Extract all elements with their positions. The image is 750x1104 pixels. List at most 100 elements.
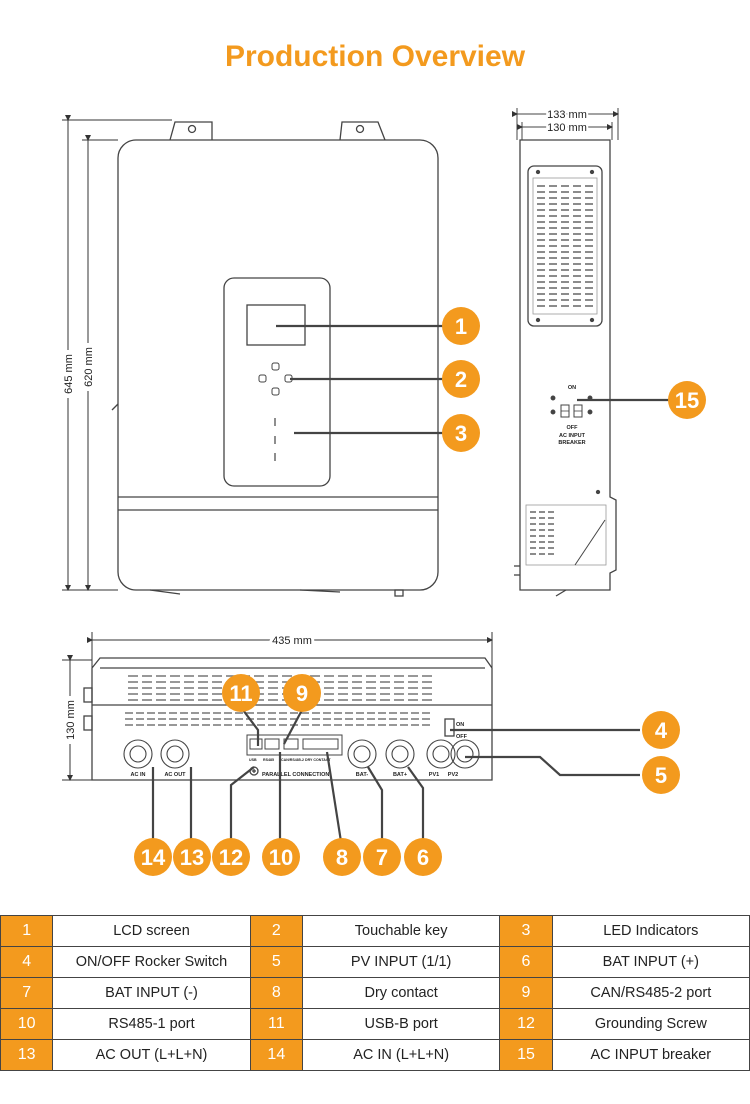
svg-text:9: 9 bbox=[296, 681, 308, 706]
height-outer-label: 645 mm bbox=[63, 354, 75, 394]
breaker-title-2: BREAKER bbox=[558, 440, 585, 446]
legend-table: 1 LCD screen 2 Touchable key 3 LED Indic… bbox=[0, 915, 750, 1071]
svg-text:15: 15 bbox=[675, 388, 699, 413]
callout-1: 1 bbox=[442, 307, 480, 345]
legend-row: 1 LCD screen 2 Touchable key 3 LED Indic… bbox=[0, 915, 750, 947]
usb-port-label: USB bbox=[249, 758, 257, 762]
callout-8: 8 bbox=[323, 838, 361, 876]
touch-keys bbox=[258, 362, 293, 396]
leader-lines bbox=[151, 324, 670, 849]
bottom-height-label: 130 mm bbox=[65, 700, 77, 740]
svg-text:1: 1 bbox=[455, 314, 467, 339]
legend-row: 13 AC OUT (L+L+N) 14 AC IN (L+L+N) 15 AC… bbox=[0, 1039, 750, 1071]
legend-label: LED Indicators bbox=[551, 915, 750, 947]
pv1-label: PV1 bbox=[429, 772, 439, 778]
legend-number: 7 bbox=[0, 977, 54, 1009]
legend-label: RS485-1 port bbox=[52, 1008, 251, 1040]
legend-label: Touchable key bbox=[301, 915, 501, 947]
legend-row: 10 RS485-1 port 11 USB-B port 12 Groundi… bbox=[0, 1008, 750, 1040]
legend-number: 11 bbox=[249, 1008, 304, 1040]
ac-out-label: AC OUT bbox=[164, 772, 186, 778]
legend-number: 13 bbox=[0, 1039, 54, 1071]
depth-inner-label: 130 mm bbox=[547, 122, 587, 134]
product-diagram: 645 mm 620 mm bbox=[60, 107, 706, 876]
legend-label: Grounding Screw bbox=[551, 1008, 750, 1040]
svg-text:11: 11 bbox=[229, 681, 252, 706]
svg-text:14: 14 bbox=[141, 845, 166, 870]
svg-text:10: 10 bbox=[269, 845, 293, 870]
parallel-label: PARALLEL CONNECTION bbox=[262, 772, 329, 778]
rs485-port-label: RS485 bbox=[263, 758, 274, 762]
terminal-ports bbox=[123, 739, 480, 769]
dry-contact-label: DRY CONTACT bbox=[305, 758, 331, 762]
legend-label: LCD screen bbox=[52, 915, 251, 947]
legend-number: 5 bbox=[249, 946, 304, 978]
legend-number: 9 bbox=[499, 977, 553, 1009]
callout-7: 7 bbox=[363, 838, 401, 876]
legend-label: Dry contact bbox=[301, 977, 501, 1009]
callout-12: 12 bbox=[212, 838, 250, 876]
breaker-on-label: ON bbox=[568, 385, 576, 391]
callout-10: 10 bbox=[262, 838, 300, 876]
bottom-vent-pattern bbox=[124, 675, 433, 726]
rocker-off-label: OFF bbox=[456, 734, 468, 740]
legend-number: 3 bbox=[499, 915, 553, 947]
height-inner-label: 620 mm bbox=[83, 347, 95, 387]
legend-label: CAN/RS485-2 port bbox=[551, 977, 750, 1009]
legend-number: 15 bbox=[499, 1039, 553, 1071]
legend-label: AC IN (L+L+N) bbox=[301, 1039, 501, 1071]
legend-label: AC OUT (L+L+N) bbox=[52, 1039, 251, 1071]
legend-label: PV INPUT (1/1) bbox=[301, 946, 501, 978]
legend-label: USB-B port bbox=[301, 1008, 501, 1040]
legend-row: 4 ON/OFF Rocker Switch 5 PV INPUT (1/1) … bbox=[0, 946, 750, 978]
legend-row: 7 BAT INPUT (-) 8 Dry contact 9 CAN/RS48… bbox=[0, 977, 750, 1009]
legend-label: BAT INPUT (-) bbox=[52, 977, 251, 1009]
callout-5: 5 bbox=[642, 756, 680, 794]
svg-text:5: 5 bbox=[655, 763, 667, 788]
legend-number: 6 bbox=[499, 946, 553, 978]
legend-label: ON/OFF Rocker Switch bbox=[52, 946, 251, 978]
callout-14: 14 bbox=[134, 838, 172, 876]
rocker-switch bbox=[444, 718, 455, 737]
ac-input-breaker bbox=[550, 395, 593, 418]
legend-label: AC INPUT breaker bbox=[551, 1039, 750, 1071]
legend-number: 14 bbox=[249, 1039, 304, 1071]
legend-number: 2 bbox=[249, 915, 304, 947]
callout-13: 13 bbox=[173, 838, 211, 876]
svg-text:7: 7 bbox=[376, 845, 388, 870]
breaker-title-1: AC INPUT bbox=[559, 433, 586, 439]
legend-number: 8 bbox=[249, 977, 304, 1009]
legend-number: 1 bbox=[0, 915, 54, 947]
callout-4: 4 bbox=[642, 711, 680, 749]
callout-2: 2 bbox=[442, 360, 480, 398]
svg-text:12: 12 bbox=[219, 845, 243, 870]
svg-text:3: 3 bbox=[455, 421, 467, 446]
svg-text:8: 8 bbox=[336, 845, 348, 870]
svg-text:6: 6 bbox=[417, 845, 429, 870]
callout-6: 6 bbox=[404, 838, 442, 876]
breaker-off-label: OFF bbox=[567, 425, 579, 431]
callout-11: 11 bbox=[222, 674, 260, 712]
side-vent-pattern bbox=[529, 185, 594, 555]
callout-3: 3 bbox=[442, 414, 480, 452]
svg-text:2: 2 bbox=[455, 367, 467, 392]
svg-text:4: 4 bbox=[655, 718, 668, 743]
pv2-label: PV2 bbox=[448, 772, 458, 778]
ac-in-label: AC IN bbox=[131, 772, 146, 778]
can-port-label: CAN/RS485-2 bbox=[281, 758, 304, 762]
depth-outer-label: 133 mm bbox=[547, 109, 587, 121]
callout-9: 9 bbox=[283, 674, 321, 712]
page-title: Production Overview bbox=[224, 40, 526, 73]
side-view bbox=[512, 108, 619, 597]
legend-number: 4 bbox=[0, 946, 54, 978]
bat-minus-label: BAT- bbox=[356, 772, 369, 778]
legend-number: 12 bbox=[499, 1008, 553, 1040]
front-view bbox=[111, 121, 439, 597]
svg-text:13: 13 bbox=[180, 845, 204, 870]
rocker-on-label: ON bbox=[456, 722, 464, 728]
legend-number: 10 bbox=[0, 1008, 54, 1040]
callout-15: 15 bbox=[668, 381, 706, 419]
bat-plus-label: BAT+ bbox=[393, 772, 407, 778]
width-label: 435 mm bbox=[272, 635, 312, 647]
legend-label: BAT INPUT (+) bbox=[551, 946, 750, 978]
